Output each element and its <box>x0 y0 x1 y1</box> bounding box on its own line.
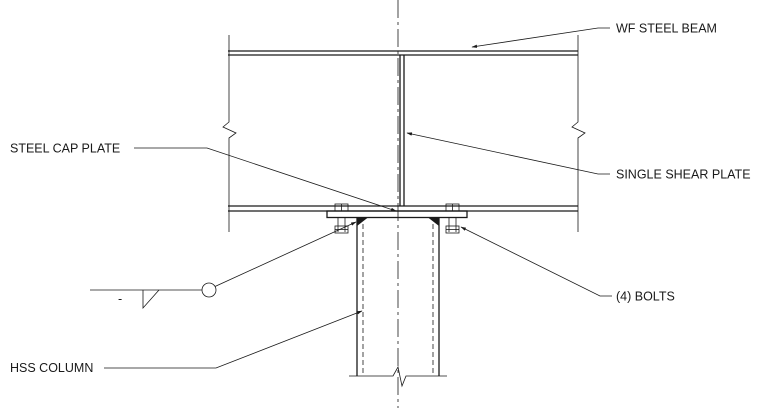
hss-column <box>349 217 447 388</box>
callout-single-shear-plate-leader <box>406 132 610 175</box>
callout-wf-steel-beam-leader <box>471 27 610 48</box>
steel-cap-plate <box>326 210 468 219</box>
bolt-left <box>334 203 349 234</box>
callout-steel-cap-plate: STEEL CAP PLATE <box>10 142 397 212</box>
label-steel-cap-plate: STEEL CAP PLATE <box>10 142 120 156</box>
column-weld-left <box>357 217 368 226</box>
callout-bolts: (4) BOLTS <box>460 226 675 304</box>
label-single-shear-plate: SINGLE SHEAR PLATE <box>616 168 751 182</box>
weld-leader-line <box>214 221 357 287</box>
single-shear-plate <box>399 55 405 206</box>
weld-symbol: - <box>90 221 357 310</box>
column-break-line <box>349 365 447 388</box>
label-wf-steel-beam: WF STEEL BEAM <box>616 22 717 36</box>
callout-bolts-leader <box>460 226 612 297</box>
column-weld-right <box>428 217 439 226</box>
fillet-weld-symbol <box>142 289 160 310</box>
weld-all-around-circle <box>201 282 217 298</box>
label-bolts: (4) BOLTS <box>616 290 675 304</box>
callout-hss-column-leader <box>104 310 363 369</box>
label-hss-column: HSS COLUMN <box>10 361 93 375</box>
callout-hss-column: HSS COLUMN <box>10 310 363 375</box>
callout-wf-steel-beam: WF STEEL BEAM <box>471 22 717 48</box>
weld-symbol-mark: - <box>118 292 122 306</box>
bolt-right <box>445 203 460 234</box>
beam-right-break-line <box>571 35 586 232</box>
beam-left-break-line <box>222 35 237 232</box>
callout-steel-cap-plate-leader <box>134 147 397 212</box>
callout-single-shear-plate: SINGLE SHEAR PLATE <box>406 132 751 182</box>
cap-plate <box>326 210 468 219</box>
